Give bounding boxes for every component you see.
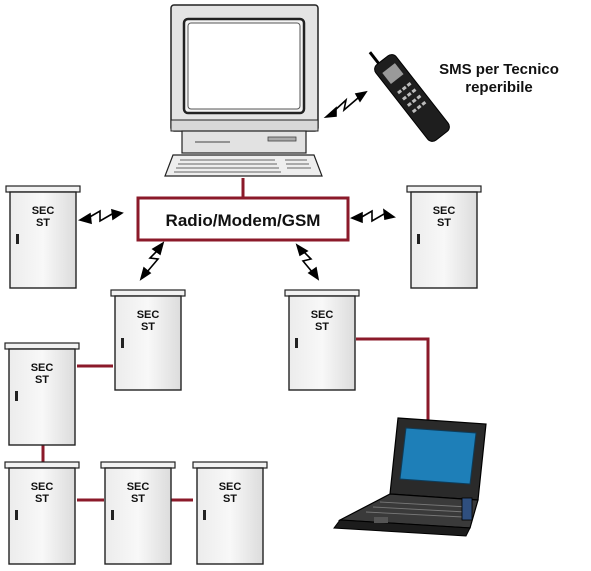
sms-label-line1: SMS per Tecnico xyxy=(439,61,559,78)
laptop-icon xyxy=(333,417,487,537)
wired-links xyxy=(41,178,430,502)
cabinet-7-line1: SEC xyxy=(127,481,150,493)
cabinet-1-line1: SEC xyxy=(32,205,55,217)
radio-modem-gsm-box: Radio/Modem/GSM xyxy=(136,196,350,242)
cabinet-5: SEC ST xyxy=(284,289,360,391)
cabinet-7-line2: ST xyxy=(131,493,145,505)
link-cab5-laptop xyxy=(356,337,430,424)
cabinet-6: SEC ST xyxy=(4,461,80,565)
cabinet-8: SEC ST xyxy=(192,461,268,565)
cabinet-4: SEC ST xyxy=(4,342,80,446)
cabinet-8-line1: SEC xyxy=(219,481,242,493)
cabinet-5-line2: ST xyxy=(315,321,329,333)
cabinet-3-line1: SEC xyxy=(137,309,160,321)
cabinet-4-line1: SEC xyxy=(31,362,54,374)
cabinet-3-line2: ST xyxy=(141,321,155,333)
mobile-phone-icon xyxy=(368,51,450,142)
cabinet-8-line2: ST xyxy=(223,493,237,505)
cabinet-7: SEC ST xyxy=(100,461,176,565)
cabinet-2-line2: ST xyxy=(437,217,451,229)
wireless-link-icon xyxy=(77,90,396,281)
cabinet-3: SEC ST xyxy=(110,289,186,391)
cabinet-5-line1: SEC xyxy=(311,309,334,321)
sms-label-line2: reperibile xyxy=(465,79,533,96)
sms-label: SMS per Tecnico reperibile xyxy=(439,61,559,96)
hub-label: Radio/Modem/GSM xyxy=(166,211,321,230)
cabinet-1-line2: ST xyxy=(36,217,50,229)
cabinet-2: SEC ST xyxy=(406,185,482,289)
cabinet-6-line2: ST xyxy=(35,493,49,505)
cabinet-4-line2: ST xyxy=(35,374,49,386)
cabinet-6-line1: SEC xyxy=(31,481,54,493)
desktop-computer-icon xyxy=(164,4,323,177)
cabinet-2-line1: SEC xyxy=(433,205,456,217)
cabinet-1: SEC ST xyxy=(5,185,81,289)
